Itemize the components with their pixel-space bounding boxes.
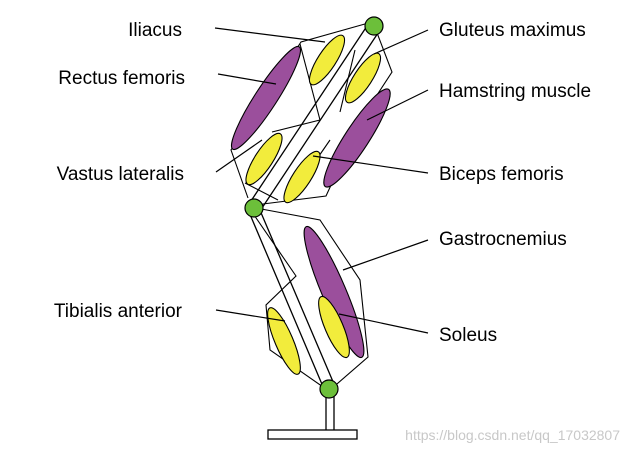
vastus-lateralis-muscle bbox=[245, 132, 283, 186]
ankle-joint bbox=[319, 379, 339, 399]
rectus-femoris-leader bbox=[217, 73, 277, 85]
biceps-femoris-muscle bbox=[283, 150, 321, 204]
shank-segment bbox=[248, 207, 335, 390]
hamstring-leader bbox=[366, 89, 429, 121]
label-biceps-femoris: Biceps femoris bbox=[439, 164, 564, 185]
joints bbox=[244, 16, 384, 399]
muscles bbox=[230, 34, 391, 375]
label-soleus: Soleus bbox=[439, 325, 497, 346]
label-hamstring: Hamstring muscle bbox=[439, 81, 591, 102]
tibialis-anterior-muscle bbox=[267, 307, 301, 375]
gluteus-maximus-muscle bbox=[344, 52, 382, 104]
biceps-femoris-leader bbox=[312, 155, 429, 174]
hip-joint bbox=[364, 16, 384, 36]
gluteus-maximus-leader bbox=[373, 29, 429, 55]
label-iliacus: Iliacus bbox=[128, 20, 182, 41]
leader-lines bbox=[214, 27, 429, 334]
watermark: https://blog.csdn.net/qq_17032807 bbox=[405, 427, 620, 443]
rectus-femoris-muscle bbox=[230, 45, 302, 151]
label-vastus-lateralis: Vastus lateralis bbox=[57, 164, 184, 185]
label-gluteus-maximus: Gluteus maximus bbox=[439, 20, 586, 41]
label-tibialis-anterior: Tibialis anterior bbox=[54, 301, 183, 322]
knee-joint bbox=[244, 198, 264, 218]
gastrocnemius-leader bbox=[342, 239, 429, 271]
iliacus-muscle bbox=[308, 34, 346, 86]
vastus-lateralis-leader bbox=[215, 139, 263, 173]
hamstring-muscle bbox=[323, 88, 391, 188]
label-gastrocnemius: Gastrocnemius bbox=[439, 229, 567, 250]
label-rectus-femoris: Rectus femoris bbox=[58, 68, 185, 89]
tibialis-anterior-leader bbox=[215, 309, 286, 322]
soleus-muscle bbox=[318, 295, 350, 359]
soleus-leader bbox=[338, 313, 429, 334]
iliacus-leader bbox=[214, 27, 326, 43]
foot-base bbox=[267, 390, 358, 440]
